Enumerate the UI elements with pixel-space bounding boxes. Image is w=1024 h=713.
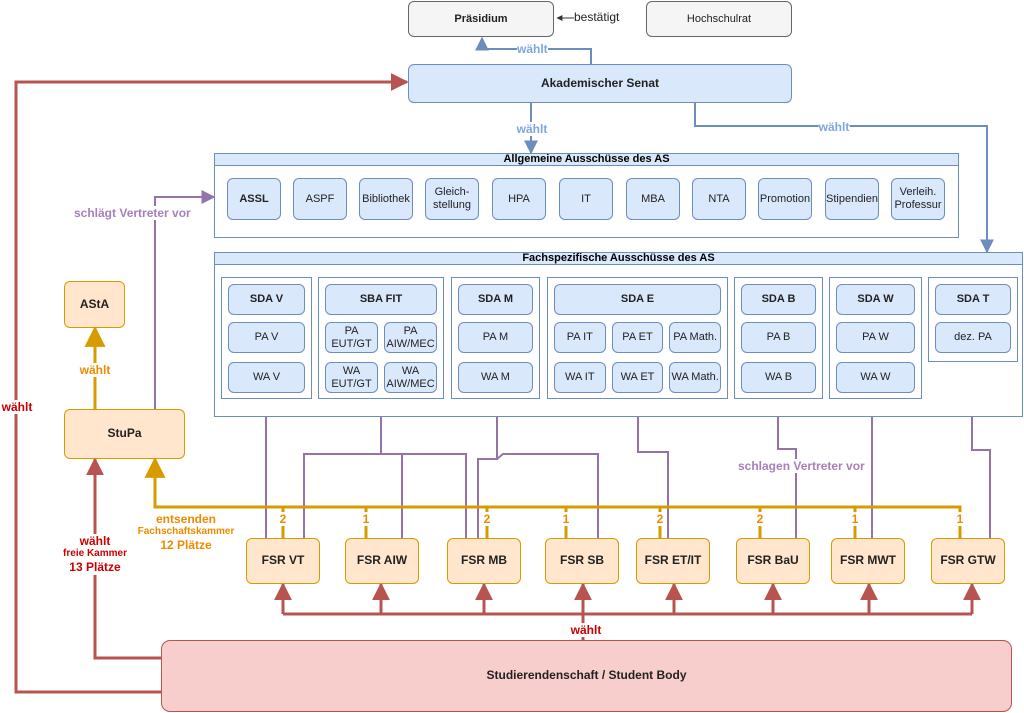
general-committee-box: NTA (692, 178, 746, 220)
specific-committee-box: PA IT (554, 322, 606, 353)
fsr-box: FSR AIW (345, 538, 419, 584)
zwoelf-plaetze-label: 12 Plätze (160, 538, 212, 553)
specific-committee-box: WA EUT/GT (325, 362, 378, 393)
fachschaftskammer-block: entsenden Fachschaftskammer 12 Plätze (137, 512, 235, 553)
waehlt-fsr-label: wählt (570, 623, 602, 637)
fsr-seat-count: 1 (361, 512, 371, 526)
general-committee-box: ASPF (293, 178, 347, 220)
stupa-label: StuPa (107, 426, 142, 441)
fsr-seat-count: 1 (955, 512, 965, 526)
specific-group-head: SDA V (228, 284, 305, 315)
allgemeine-ausschuesse-title: Allgemeine Ausschüsse des AS (214, 153, 959, 166)
specific-committee-box: WA AIW/MEC (384, 362, 437, 393)
entsenden-label: entsenden (155, 512, 216, 526)
hochschulrat-box: Hochschulrat (646, 1, 792, 37)
fsr-seat-count: 2 (278, 512, 288, 526)
fsr-seat-count: 1 (561, 512, 571, 526)
fsr-box: FSR ET/IT (636, 538, 710, 584)
fachspezifische-ausschuesse-title: Fachspezifische Ausschüsse des AS (214, 252, 1023, 265)
specific-committee-box: WA IT (554, 362, 606, 393)
general-committee-box: Verleih. Professur (891, 178, 945, 220)
general-committee-box: ASSL (227, 178, 281, 220)
fsr-seat-count: 2 (482, 512, 492, 526)
waehlt-stupa-label: wählt (79, 534, 111, 548)
fsr-box: FSR SB (545, 538, 619, 584)
specific-group-head: SBA FIT (325, 284, 437, 315)
specific-committee-box: WA W (836, 362, 915, 393)
general-committee-box: Gleich- stellung (425, 178, 479, 220)
general-committee-box: Promotion (758, 178, 812, 220)
specific-group-head: SDA B (741, 284, 816, 315)
specific-committee-box: PA AIW/MEC (384, 322, 437, 353)
specific-committee-box: PA Math. (669, 322, 721, 353)
schlagen-vertreter-label: schlagen Vertreter vor (738, 459, 865, 473)
student-body-box: Studierendenschaft / Student Body (161, 640, 1012, 712)
schlaegt-vertreter-label: schlägt Vertreter vor (74, 206, 191, 220)
specific-committee-box: PA M (458, 322, 533, 353)
general-committee-box: Bibliothek (359, 178, 413, 220)
dreizehn-plaetze-label: 13 Plätze (69, 560, 121, 575)
general-committee-box: IT (559, 178, 613, 220)
specific-committee-box: WA V (228, 362, 305, 393)
specific-committee-box: dez. PA (935, 322, 1011, 353)
general-committee-box: Stipendien (825, 178, 879, 220)
fsr-box: FSR GTW (931, 538, 1005, 584)
specific-committee-box: WA M (458, 362, 533, 393)
praesidium-box: Präsidium (408, 1, 554, 37)
stupa-box: StuPa (64, 409, 185, 459)
specific-committee-box: WA ET (611, 362, 664, 393)
specific-committee-box: PA EUT/GT (325, 322, 378, 353)
fsr-seat-count: 1 (850, 512, 860, 526)
specific-group-head: SDA W (836, 284, 915, 315)
freie-kammer-block: wählt freie Kammer 13 Plätze (63, 534, 127, 575)
specific-committee-box: PA ET (611, 322, 664, 353)
fsr-box: FSR MB (447, 538, 521, 584)
fsr-seat-count: 2 (755, 512, 765, 526)
general-committee-box: HPA (492, 178, 546, 220)
specific-committee-box: PA W (836, 322, 915, 353)
asta-box: AStA (64, 281, 125, 328)
specific-committee-box: WA B (741, 362, 816, 393)
waehlt-senat-label: wählt (1, 400, 33, 414)
senat-box: Akademischer Senat (408, 64, 792, 103)
senat-label: Akademischer Senat (540, 75, 660, 90)
fachschaftskammer-label: Fachschaftskammer (137, 526, 235, 538)
waehlt-fachspezifisch-label: wählt (818, 120, 850, 134)
waehlt-asta-label: wählt (79, 363, 111, 377)
specific-group-head: SDA E (554, 284, 721, 315)
hochschulrat-label: Hochschulrat (686, 12, 752, 25)
asta-label: AStA (79, 296, 110, 311)
specific-committee-box: PA B (741, 322, 816, 353)
fsr-box: FSR BaU (736, 538, 810, 584)
freie-kammer-label: freie Kammer (63, 548, 127, 560)
waehlt-praesidium-label: wählt (517, 42, 548, 56)
specific-committee-box: PA V (228, 322, 305, 353)
student-body-label: Studierendenschaft / Student Body (486, 668, 687, 683)
fsr-box: FSR VT (246, 538, 320, 584)
fsr-box: FSR MWT (831, 538, 905, 584)
waehlt-allgemein-label: wählt (516, 122, 548, 136)
specific-group-head: SDA M (458, 284, 533, 315)
praesidium-label: Präsidium (454, 12, 508, 25)
bestaetigt-label: bestätigt (574, 10, 620, 24)
fsr-seat-count: 2 (655, 512, 665, 526)
specific-committee-box: WA Math. (669, 362, 721, 393)
general-committee-box: MBA (626, 178, 680, 220)
specific-group-head: SDA T (935, 284, 1011, 315)
